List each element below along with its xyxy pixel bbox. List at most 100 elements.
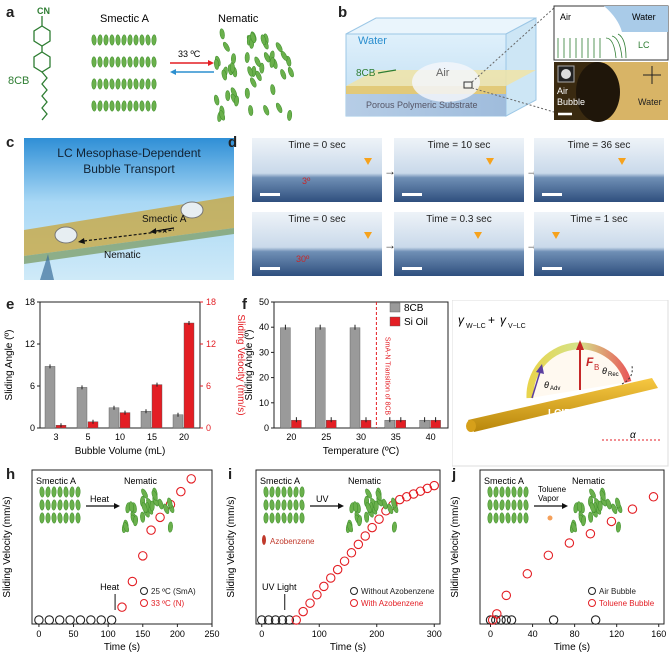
lc-molecule [280,69,287,80]
lc-molecule [97,56,103,68]
data-point [332,564,343,575]
data-point [44,615,55,625]
bar [119,412,131,429]
legend-marker [588,587,596,595]
lc-molecule [127,100,133,112]
lc-molecule [109,56,115,68]
micro-bubble-label: Bubble [557,97,585,107]
data-point [305,598,315,608]
lc-molecule [523,499,529,511]
toluene-label-1: Toluene [538,485,567,494]
water-label: Water [358,35,387,47]
lc-molecule [493,486,499,498]
x-tick-label: 80 [570,629,580,639]
data-point [627,504,638,514]
time-lapse-frame-1-3: Time = 36 sec [534,138,664,202]
data-point [339,556,350,566]
y-tick-label: 0 [30,423,35,433]
lc-molecule [589,502,596,513]
data-point [606,516,617,527]
data-point [298,606,308,617]
lc-molecule [45,512,51,524]
lc-molecule [247,66,254,77]
data-point [117,602,127,612]
x-tick-label: 150 [135,629,150,639]
inset-lc-label: LC [638,40,650,50]
lc-molecule [352,501,359,513]
y-axis-label: Sliding Velocity (mm/s) [226,496,237,597]
lc-molecule [139,100,145,112]
x-tick-label: 300 [427,629,442,639]
legend-swatch [389,316,401,327]
smectic-layers [91,34,157,112]
lc-molecule [263,499,269,511]
lc-molecule [133,34,139,46]
legend-label: With Azobenzene [361,599,424,608]
lc-molecule [145,100,151,112]
lc-molecule [51,499,57,511]
lc-molecule [357,515,362,527]
panel-label-j: j [452,466,457,483]
x-tick-label: 0 [488,629,493,639]
time-lapse-frame-1-2: Time = 10 sec [394,138,524,202]
data-point [491,615,501,625]
micro-air-label: Air [557,86,568,96]
data-point [648,492,659,502]
lc-molecule [63,512,69,524]
lc-molecule [127,78,133,90]
legend-label: Air Bubble [599,587,636,596]
smectic-a-title: Smectic A [100,13,150,25]
panel-g-figure: γ W−LC + γ V−LC F B θ Adv θ Rec LCIPS α [452,300,669,467]
theta-rec: θ [602,366,607,376]
lc-molecule [45,486,51,498]
lc-molecule [505,486,511,498]
sequence-arrow: → [384,164,396,178]
schematic-right-phase: Nematic [124,476,158,486]
bubble-left [54,226,78,244]
x-axis-label: Time (s) [330,642,366,653]
lc-molecule [91,78,97,90]
data-point [564,538,575,548]
lc-molecule [163,503,170,515]
lc-molecule [269,499,275,511]
inset-lc-lines [557,33,627,59]
plot-frame [255,469,441,625]
lc-molecule [151,78,157,90]
time-lapse-frame-2-3: Time = 1 sec [534,212,664,276]
lc-molecule [115,78,121,90]
plot-frame [479,469,665,625]
lc-molecule [141,488,148,499]
lc-molecule [91,56,97,68]
lc-molecule [109,34,115,46]
plot-frame [31,469,213,625]
lc-molecule [121,56,127,68]
data-point [522,569,533,579]
data-point [138,551,148,561]
data-point [106,615,117,625]
panel-c-title-line1: LC Mesophase-Dependent [57,146,201,160]
data-point [65,615,75,625]
air-label: Air [436,67,450,79]
data-point [360,531,371,541]
y2-tick-label: 0 [206,423,211,433]
y2-tick-label: 12 [206,339,216,349]
lc-molecule [115,100,121,112]
lc-molecule [248,105,254,116]
lc-molecule [499,499,505,511]
formula-gamma-2: γ [500,313,507,327]
lc-molecule [505,499,511,511]
y-axis-label: Sliding Angle (º) [244,330,255,401]
lc-molecule [151,490,158,501]
data-point [277,615,288,625]
lc-molecule [576,501,583,513]
lc-molecule [167,497,173,509]
y-tick-label: 30 [259,347,269,357]
lc-molecule [151,100,157,112]
lc-molecule [127,34,133,46]
y-tick-label: 40 [259,322,269,332]
micro-water-label: Water [638,97,662,107]
